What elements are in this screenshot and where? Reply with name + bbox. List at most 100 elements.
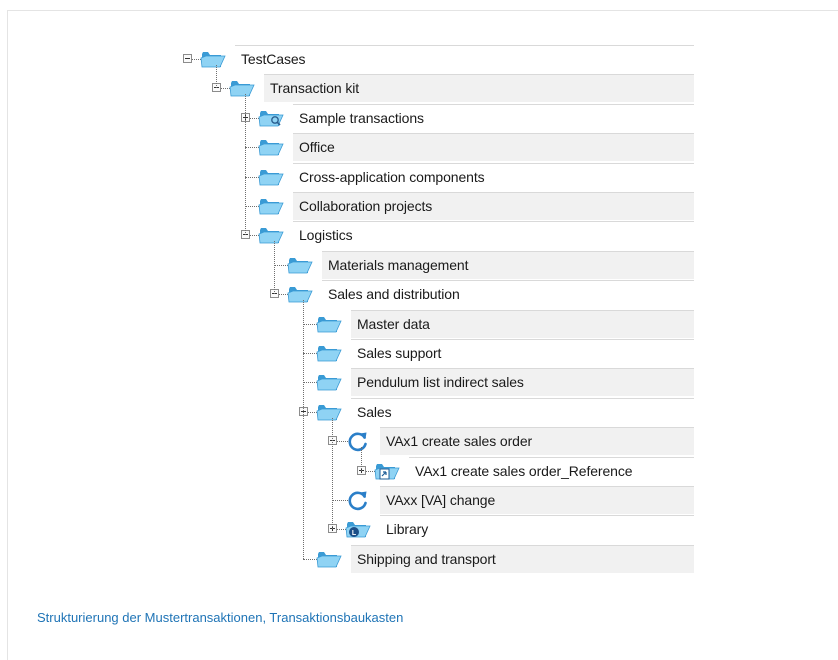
tree-item-label: VAxx [VA] change xyxy=(386,492,496,508)
tree-item-background xyxy=(322,280,694,308)
tree-connector xyxy=(187,59,203,60)
folder-open-icon xyxy=(258,225,284,245)
tree-item-label: Materials management xyxy=(328,256,469,273)
tree-connector xyxy=(303,353,319,354)
tree-item-background xyxy=(351,309,694,338)
tree-item[interactable]: Sales support xyxy=(0,339,694,367)
refresh-icon xyxy=(345,489,371,511)
tree-connector xyxy=(303,323,319,325)
tree-item-background xyxy=(351,397,694,426)
tree-connector xyxy=(245,117,261,119)
tree-item[interactable]: Logistics xyxy=(0,221,694,249)
tree-item-background xyxy=(380,427,694,456)
tree-item[interactable]: VAx1 create sales order xyxy=(0,427,694,456)
tree-connector xyxy=(332,529,348,531)
folder-open-icon xyxy=(316,549,342,569)
tree-item-label: Collaboration projects xyxy=(299,198,433,214)
folder-open-icon xyxy=(229,78,255,98)
tree-connector xyxy=(303,558,319,560)
folder-open-icon xyxy=(258,137,284,157)
tree-connector xyxy=(332,441,348,443)
tree-item-label: Transaction kit xyxy=(270,80,360,97)
tree-connector xyxy=(245,94,246,236)
tree-item-background xyxy=(293,133,694,162)
tree-item-background xyxy=(293,162,694,191)
tree-item[interactable]: Sales and distribution xyxy=(0,280,694,308)
folder-search-icon xyxy=(258,108,284,128)
tree-item-label: Shipping and transport xyxy=(357,550,496,567)
tree-connector xyxy=(361,470,377,472)
tree-item[interactable]: Collaboration projects xyxy=(0,192,694,220)
tree-item-label: Sales and distribution xyxy=(328,286,460,303)
folder-open-icon xyxy=(316,343,342,363)
tree-item[interactable]: Office xyxy=(0,133,694,162)
tree-item-label: Office xyxy=(299,139,335,156)
tree-connector xyxy=(245,147,261,149)
tree-item[interactable]: VAx1 create sales order_Reference xyxy=(0,456,694,485)
tree-item-label: Sales support xyxy=(357,345,442,361)
tree-item-label: VAx1 create sales order_Reference xyxy=(415,462,633,479)
tree-connector xyxy=(245,235,261,237)
tree-item-background xyxy=(380,515,694,543)
tree-connector xyxy=(303,300,304,559)
tree-connector xyxy=(216,65,217,89)
tree-item-label: Sales xyxy=(357,403,392,420)
tree-item-label: Master data xyxy=(357,315,430,332)
content-frame xyxy=(7,10,838,660)
tree-item-background xyxy=(293,103,694,132)
tree-item[interactable]: Pendulum list indirect sales xyxy=(0,368,694,397)
folder-open-icon xyxy=(316,372,342,392)
folder-open-icon xyxy=(316,402,342,422)
folder-open-icon xyxy=(258,196,284,216)
tree-connector xyxy=(245,206,261,207)
tree-connector xyxy=(303,411,319,413)
tree-item[interactable]: Sales xyxy=(0,397,694,426)
folder-open-icon xyxy=(316,314,342,334)
tree-item-label: Sample transactions xyxy=(299,109,424,126)
tree-item[interactable]: Transaction kit xyxy=(0,74,694,103)
tree-item-background xyxy=(293,221,694,249)
tree-connector xyxy=(361,447,362,471)
tree-item-background xyxy=(380,486,694,514)
tree-connector xyxy=(245,176,261,178)
tree-item-background xyxy=(322,250,694,279)
tree-item-label: Pendulum list indirect sales xyxy=(357,374,524,391)
tree-item[interactable]: Sample transactions xyxy=(0,103,694,132)
folder-open-icon xyxy=(287,255,313,275)
tree-item-label: VAx1 create sales order xyxy=(386,433,533,450)
tree-item-background xyxy=(351,368,694,397)
tree-connector xyxy=(274,264,290,266)
tree-item-background xyxy=(264,74,694,103)
tree-item[interactable]: Materials management xyxy=(0,250,694,279)
svg-text:L: L xyxy=(352,530,357,537)
folder-open-icon xyxy=(200,49,226,69)
tree-connector xyxy=(303,382,319,384)
tree-item[interactable]: Shipping and transport xyxy=(0,544,694,573)
tree-item[interactable]: Master data xyxy=(0,309,694,338)
tree-item[interactable]: L Library xyxy=(0,515,694,543)
tree-item-background xyxy=(235,45,694,73)
folder-open-icon xyxy=(258,167,284,187)
figure-caption: Strukturierung der Mustertransaktionen, … xyxy=(37,610,404,625)
folder-library-icon: L xyxy=(345,519,371,539)
tree-connector xyxy=(216,88,232,90)
tree-item-background xyxy=(409,456,694,485)
tree-item[interactable]: Cross-application components xyxy=(0,162,694,191)
tree-item-label: TestCases xyxy=(241,51,306,67)
tree-item[interactable]: TestCases xyxy=(0,45,694,73)
collapse-icon[interactable] xyxy=(183,54,192,63)
refresh-icon xyxy=(345,430,371,452)
tree-connector xyxy=(332,500,348,501)
tree-item-background xyxy=(293,192,694,220)
tree-connector xyxy=(274,241,275,295)
tree-item-background xyxy=(351,544,694,573)
folder-open-icon xyxy=(287,284,313,304)
folder-reference-icon xyxy=(374,461,400,481)
tree-item-label: Logistics xyxy=(299,227,353,244)
tree-item[interactable]: VAxx [VA] change xyxy=(0,486,694,514)
tree-item-label: Cross-application components xyxy=(299,168,485,185)
tree-connector xyxy=(332,417,333,530)
tree-item-background xyxy=(351,339,694,367)
tree-connector xyxy=(274,294,290,296)
tree-item-label: Library xyxy=(386,521,429,538)
